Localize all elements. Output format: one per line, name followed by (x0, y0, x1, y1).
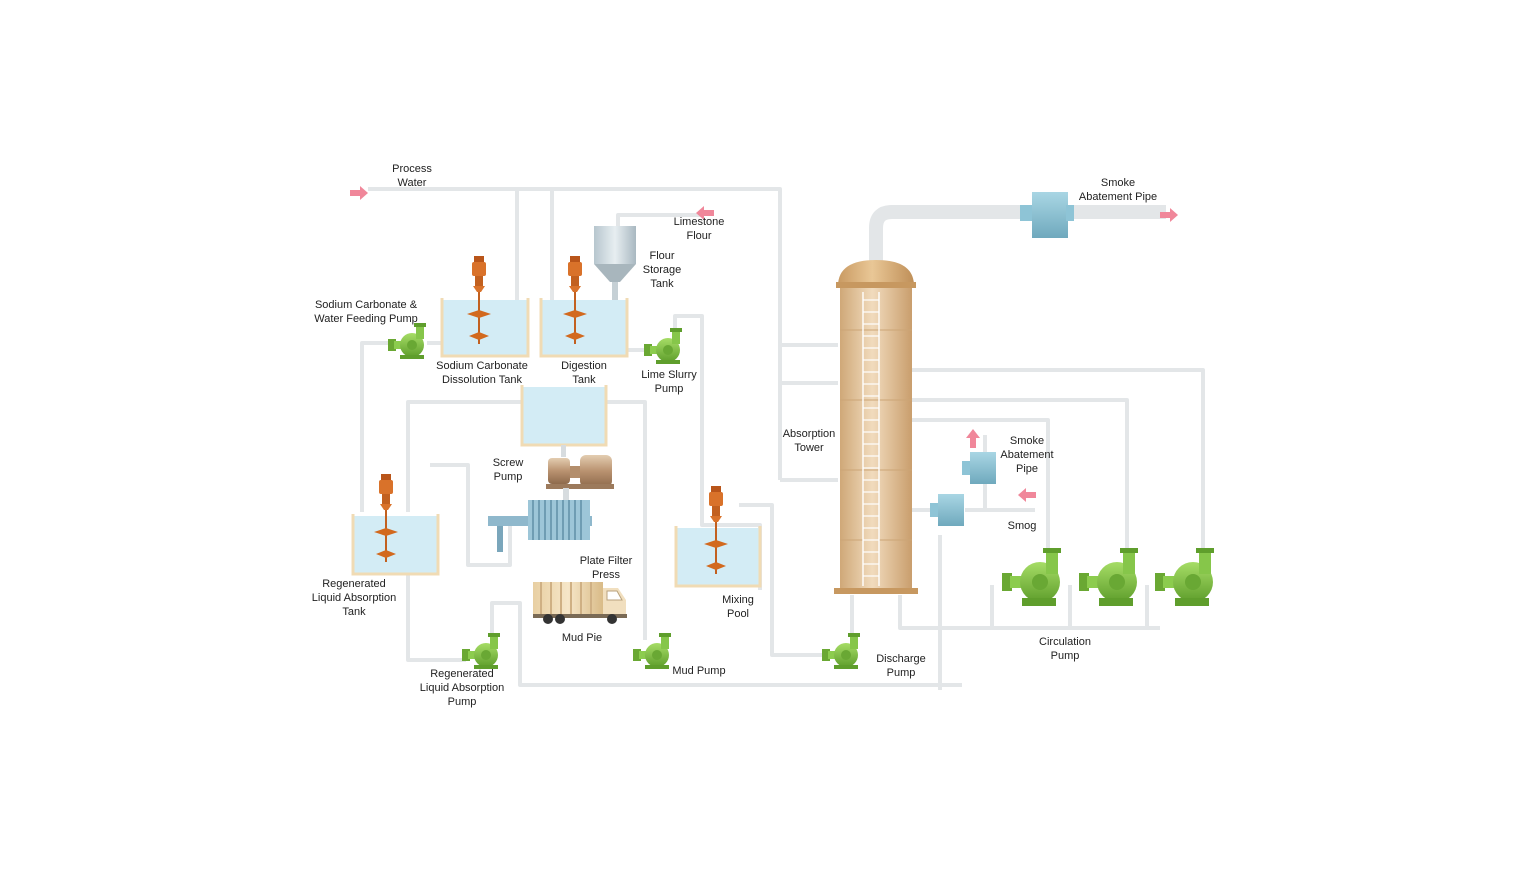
label-process-water: Process Water (392, 163, 432, 189)
smog-inlet-housing (930, 494, 964, 526)
flour-storage-hopper (594, 226, 636, 300)
mud-pie-truck (533, 582, 627, 624)
label-mixing-pool: Mixing Pool (722, 594, 754, 620)
smoke-duct-top (869, 205, 1166, 262)
smoke-abatement-housing-top (1020, 192, 1074, 238)
label-regenerated-tank: Regenerated Liquid Absorption Tank (311, 578, 397, 618)
mixing-pool-tank (674, 486, 762, 588)
sodium-carbonate-dissolution-tank (440, 256, 530, 358)
arrow-process-water-in (350, 186, 368, 200)
arrow-smoke-up (966, 429, 980, 448)
label-discharge-pump: Discharge Pump (876, 653, 926, 679)
plate-filter-press-unit (488, 488, 592, 552)
regenerated-liquid-absorption-pump (462, 633, 500, 669)
pipe-network (360, 187, 1205, 690)
label-regenerated-pump: Regenerated Liquid Absorption Pump (419, 668, 505, 708)
discharge-pump (822, 633, 860, 669)
label-smoke-abatement-pipe-side: Smoke Abatement Pipe (1000, 435, 1054, 475)
label-limestone-flour: Limestone Flour (673, 216, 725, 242)
label-smog: Smog (1007, 520, 1037, 532)
arrow-smog-in (1018, 488, 1036, 502)
label-lime-slurry-pump: Lime Slurry Pump (641, 369, 697, 395)
circulation-pump-1 (1002, 548, 1061, 606)
smoke-abatement-housing-side (962, 452, 996, 484)
label-sodium-carbonate-feed-pump: Sodium Carbonate & Water Feeding Pump (314, 299, 418, 325)
lime-slurry-pump (644, 328, 682, 364)
regenerated-liquid-absorption-tank (351, 474, 440, 576)
label-screw-pump: Screw Pump (492, 457, 524, 483)
label-circulation-pump: Circulation Pump (1039, 636, 1091, 662)
absorption-tower-vessel (834, 260, 918, 594)
circulation-pump-2 (1079, 548, 1138, 606)
label-mud-pie: Mud Pie (561, 632, 603, 644)
label-digestion-tank: Digestion Tank (561, 360, 607, 386)
label-flour-storage-tank: Flour Storage Tank (642, 250, 682, 290)
label-absorption-tower: Absorption Tower (782, 428, 836, 454)
screw-pump-unit (546, 455, 614, 489)
digestion-tank (539, 256, 629, 358)
label-sodium-carbonate-tank: Sodium Carbonate Dissolution Tank (436, 360, 528, 386)
label-plate-filter-press: Plate Filter Press (579, 555, 633, 581)
sodium-carbonate-feed-pump (388, 323, 426, 359)
settling-tank (520, 385, 608, 457)
label-mud-pump: Mud Pump (672, 665, 726, 677)
label-smoke-abatement-pipe-top: Smoke Abatement Pipe (1078, 177, 1158, 203)
circulation-pump-3 (1155, 548, 1214, 606)
